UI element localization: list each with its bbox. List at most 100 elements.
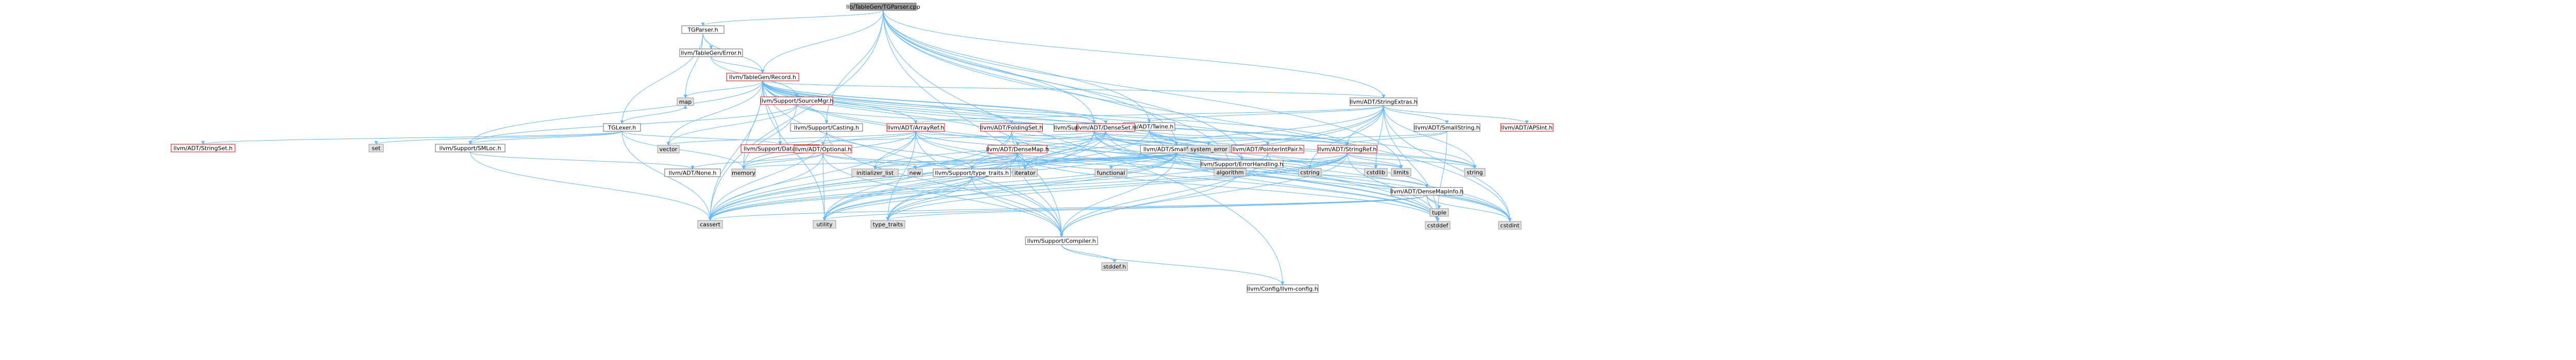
node-arrayref_h[interactable]: llvm/ADT/ArrayRef.h <box>886 123 945 132</box>
node-box-vector[interactable] <box>657 145 680 153</box>
node-twine_h[interactable]: llvm/ADT/Twine.h <box>1123 122 1175 131</box>
node-box-initializer_list[interactable] <box>851 168 899 177</box>
node-box-smloc_h[interactable] <box>435 144 506 152</box>
node-new[interactable]: new <box>907 168 923 177</box>
node-box-cstdint[interactable] <box>1498 221 1522 230</box>
node-densemap_h[interactable]: llvm/ADT/DenseMap.h <box>986 145 1049 153</box>
node-type_traits[interactable]: type_traits <box>870 220 905 229</box>
node-box-functional[interactable] <box>1095 168 1127 177</box>
node-foldingset_h[interactable]: llvm/ADT/FoldingSet.h <box>980 123 1043 132</box>
node-box-set[interactable] <box>368 144 384 152</box>
node-box-cstdlib[interactable] <box>1364 168 1388 177</box>
node-apsint_h[interactable]: llvm/ADT/APSInt.h <box>1500 123 1554 132</box>
node-box-tgerror_h[interactable] <box>679 48 743 57</box>
node-compiler_h[interactable]: llvm/Support/Compiler.h <box>1025 236 1098 245</box>
node-vector[interactable]: vector <box>657 145 680 153</box>
node-box-denseset_h[interactable] <box>1076 123 1135 132</box>
node-box-stringset_h[interactable] <box>171 144 235 152</box>
node-box-type_traits[interactable] <box>870 220 905 229</box>
node-box-record_h[interactable] <box>726 73 799 81</box>
node-typetraits_h[interactable]: llvm/Support/type_traits.h <box>933 168 1011 177</box>
node-iterator[interactable]: iterator <box>1012 168 1038 177</box>
node-box-string[interactable] <box>1464 168 1486 177</box>
node-tuple[interactable]: tuple <box>1429 208 1449 217</box>
node-errorhandling_h[interactable]: llvm/Support/ErrorHandling.h <box>1200 160 1284 168</box>
node-casting_h[interactable]: llvm/Support/Casting.h <box>790 123 863 132</box>
edge-record_h-to-cstdint <box>762 80 1512 222</box>
node-stringextras_h[interactable]: llvm/ADT/StringExtras.h <box>1350 97 1418 106</box>
node-box-map[interactable] <box>677 97 694 106</box>
node-stddef_h[interactable]: stddef.h <box>1101 262 1128 271</box>
node-sourcemgr_h[interactable]: llvm/Support/SourceMgr.h <box>760 96 833 105</box>
node-set[interactable]: set <box>368 144 384 152</box>
node-smloc_h[interactable]: llvm/Support/SMLoc.h <box>435 144 506 152</box>
node-tgparser_h[interactable]: TGParser.h <box>681 25 725 34</box>
node-box-densemapinfo_h[interactable] <box>1391 187 1463 196</box>
node-cstdlib[interactable]: cstdlib <box>1364 168 1388 177</box>
node-box-tgparser_h[interactable] <box>681 25 725 34</box>
node-functional[interactable]: functional <box>1095 168 1127 177</box>
node-box-system_error[interactable] <box>1187 145 1231 153</box>
node-limits[interactable]: limits <box>1391 168 1411 177</box>
node-box-stddef_h[interactable] <box>1101 262 1128 271</box>
node-box-optional_h[interactable] <box>794 145 852 153</box>
node-pointerintpair_h[interactable]: llvm/ADT/PointerIntPair.h <box>1231 145 1304 153</box>
node-denseset_h[interactable]: llvm/ADT/DenseSet.h <box>1076 123 1136 132</box>
node-cstring[interactable]: cstring <box>1298 168 1322 177</box>
node-box-root[interactable] <box>850 3 917 11</box>
node-record_h[interactable]: llvm/TableGen/Record.h <box>726 73 799 81</box>
node-stringset_h[interactable]: llvm/ADT/StringSet.h <box>171 144 235 152</box>
node-box-smallstring_h[interactable] <box>1413 123 1480 132</box>
node-box-cstring[interactable] <box>1298 168 1322 177</box>
node-box-tglexer_h[interactable] <box>603 123 641 132</box>
node-box-llvmconfig_h[interactable] <box>1247 284 1319 293</box>
node-box-stringextras_h[interactable] <box>1350 97 1418 106</box>
node-box-errorhandling_h[interactable] <box>1200 160 1284 168</box>
node-memory[interactable]: memory <box>731 168 756 177</box>
node-system_error[interactable]: system_error <box>1187 145 1231 153</box>
node-box-casting_h[interactable] <box>790 123 863 132</box>
node-initializer_list[interactable]: initializer_list <box>851 168 899 177</box>
node-box-densemap_h[interactable] <box>987 145 1048 153</box>
node-utility[interactable]: utility <box>813 220 836 229</box>
node-adtnone_h[interactable]: llvm/ADT/None.h <box>664 168 721 177</box>
edge-rawostream_h-to-datatypes_h <box>778 131 1095 145</box>
node-smallstring_h[interactable]: llvm/ADT/SmallString.h <box>1413 123 1480 132</box>
node-densemapinfo_h[interactable]: llvm/ADT/DenseMapInfo.h <box>1390 187 1464 196</box>
node-cstddef[interactable]: cstddef <box>1425 221 1451 230</box>
node-box-limits[interactable] <box>1391 168 1411 177</box>
node-cassert[interactable]: cassert <box>697 220 723 229</box>
node-box-sourcemgr_h[interactable] <box>760 96 833 105</box>
node-string[interactable]: string <box>1464 168 1486 177</box>
node-box-utility[interactable] <box>813 220 836 229</box>
edge-root-to-errorhandling_h <box>883 10 1244 161</box>
node-box-pointerintpair_h[interactable] <box>1231 145 1304 153</box>
node-tglexer_h[interactable]: TGLexer.h <box>603 123 641 132</box>
node-box-algorithm[interactable] <box>1214 168 1247 177</box>
node-llvmconfig_h[interactable]: llvm/Config/llvm-config.h <box>1247 284 1319 293</box>
node-optional_h[interactable]: llvm/ADT/Optional.h <box>794 145 852 153</box>
node-map[interactable]: map <box>677 97 694 106</box>
node-box-iterator[interactable] <box>1012 168 1038 177</box>
node-box-cassert[interactable] <box>697 220 723 229</box>
node-box-foldingset_h[interactable] <box>980 123 1043 132</box>
edge-stringref_h-to-utility <box>822 152 1348 221</box>
node-box-typetraits_h[interactable] <box>933 168 1011 177</box>
node-cstdint[interactable]: cstdint <box>1498 221 1522 230</box>
node-box-memory[interactable] <box>731 168 756 177</box>
node-box-apsint_h[interactable] <box>1500 123 1554 132</box>
node-algorithm[interactable]: algorithm <box>1214 168 1247 177</box>
edge-stringref_h-to-cstring <box>1308 152 1348 169</box>
node-box-cstddef[interactable] <box>1425 221 1451 230</box>
node-box-arrayref_h[interactable] <box>886 123 945 132</box>
node-box-compiler_h[interactable] <box>1025 236 1098 245</box>
node-box-tuple[interactable] <box>1429 208 1449 217</box>
node-root[interactable]: lib/TableGen/TGParser.cpp <box>846 3 920 11</box>
node-label-tgparser_h: TGParser.h <box>687 27 718 33</box>
node-box-stringref_h[interactable] <box>1317 145 1377 153</box>
node-box-new[interactable] <box>907 168 923 177</box>
node-box-adtnone_h[interactable] <box>664 168 721 177</box>
node-stringref_h[interactable]: llvm/ADT/StringRef.h <box>1317 145 1377 153</box>
node-tgerror_h[interactable]: llvm/TableGen/Error.h <box>679 48 743 57</box>
node-label-stringextras_h: llvm/ADT/StringExtras.h <box>1350 99 1418 106</box>
